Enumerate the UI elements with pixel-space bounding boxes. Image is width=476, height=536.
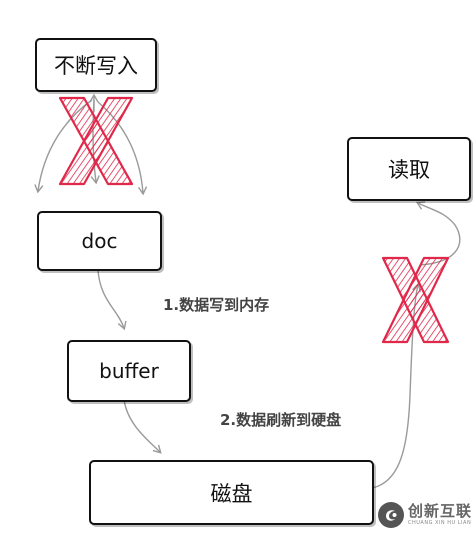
disk-node-label: 磁盘 — [210, 481, 253, 506]
buffer-node: buffer — [67, 340, 191, 402]
read-node-label: 读取 — [388, 158, 430, 182]
logo-icon — [378, 502, 404, 528]
watermark: 创新互联 CHUANG XIN HU LIAN — [378, 499, 474, 531]
write-node-label: 不断写入 — [54, 54, 138, 78]
read-node: 读取 — [347, 137, 471, 201]
buffer-node-label: buffer — [99, 359, 159, 383]
arrow-into-read — [415, 201, 461, 266]
arrow-doc-buffer — [97, 269, 127, 331]
arrow-buffer-disk — [123, 399, 162, 454]
doc-node-label: doc — [81, 229, 118, 253]
watermark-subtitle: CHUANG XIN HU LIAN — [408, 520, 472, 526]
step2-label: 2.数据刷新到硬盘 — [220, 411, 342, 429]
watermark-name: 创新互联 — [408, 502, 473, 520]
disk-node: 磁盘 — [89, 460, 374, 525]
step1-label: 1.数据写到内存 — [163, 296, 270, 314]
doc-node: doc — [37, 211, 162, 271]
write-node: 不断写入 — [35, 38, 157, 92]
blocked-write-x-icon — [58, 96, 134, 186]
blocked-read-x-icon — [381, 256, 450, 344]
